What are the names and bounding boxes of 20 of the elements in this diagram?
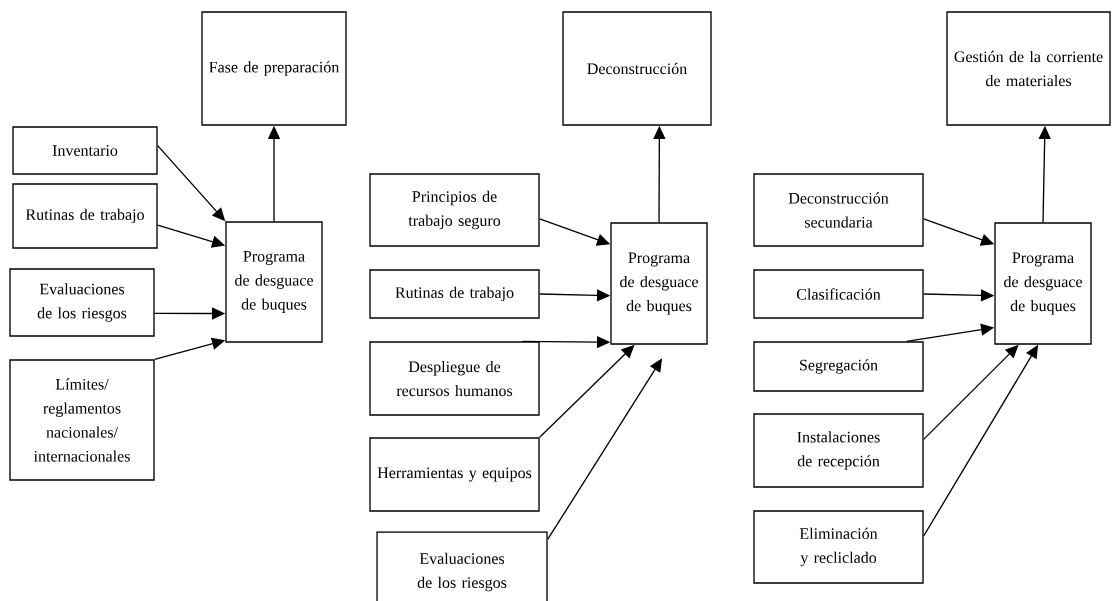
input-box: Deconstrucción secundaria: [753, 173, 924, 247]
input-box: Inventario: [12, 126, 158, 175]
input-box: Segregación: [753, 341, 924, 392]
input-box: Principios de trabajo seguro: [369, 173, 540, 247]
input-box: Evaluaciones de los riesgos: [9, 268, 155, 337]
process-box: Programa de desguace de buques: [610, 222, 708, 345]
input-box: Rutinas de trabajo: [369, 269, 540, 319]
input-box: Eliminación y recliclado: [753, 510, 924, 584]
input-box: Herramientas y equipos: [369, 437, 540, 512]
input-box: Clasificación: [753, 269, 924, 319]
input-box: Despliegue de recursos humanos: [369, 341, 540, 416]
phase-box: Deconstrucción: [562, 11, 712, 126]
input-box: Límites/ reglamentos nacionales/ internacionales: [9, 359, 155, 481]
input-box: Evaluaciones de los riesgos: [376, 531, 548, 601]
phase-box: Gestión de la corriente de materiales: [946, 11, 1111, 126]
process-box: Programa de desguace de buques: [225, 221, 323, 343]
phase-box: Fase de preparación: [201, 11, 347, 126]
process-box: Programa de desguace de buques: [994, 222, 1092, 345]
input-box: Instalaciones de recepción: [753, 413, 924, 488]
input-box: Rutinas de trabajo: [12, 183, 158, 249]
